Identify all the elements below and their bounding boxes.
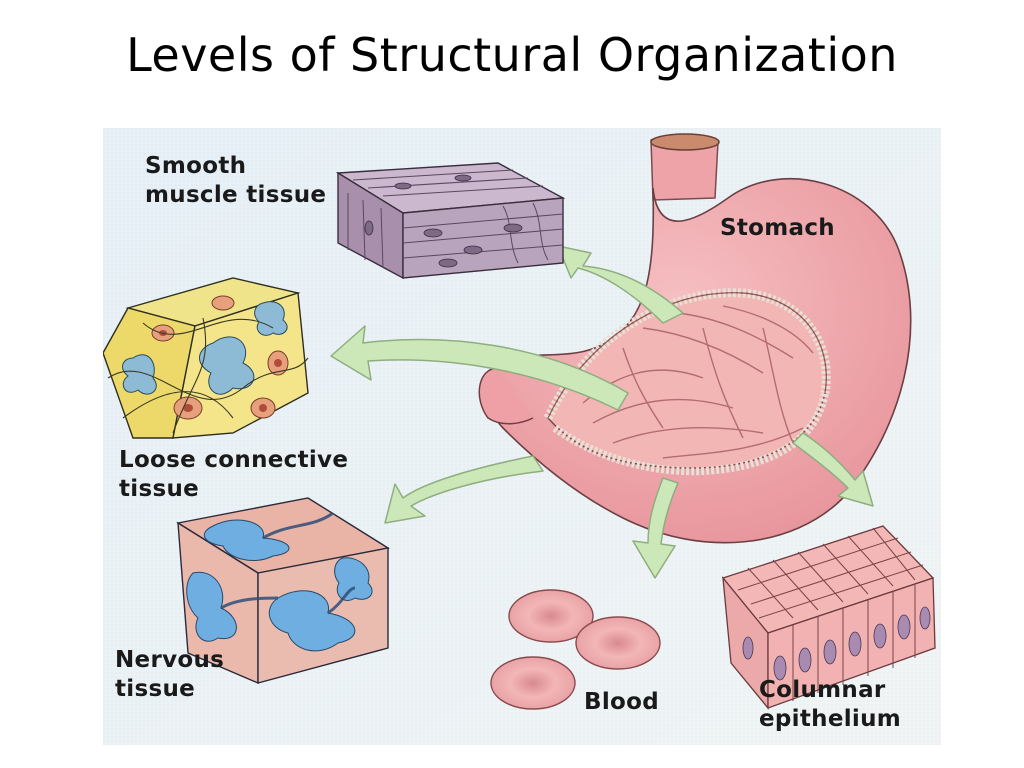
tissue-diagram: Smooth muscle tissue Stomach Loose conne… bbox=[103, 128, 941, 745]
blood-cell-1 bbox=[508, 589, 594, 643]
label-loose-connective-tissue: Loose connective tissue bbox=[119, 447, 349, 502]
blood-cells bbox=[490, 589, 661, 710]
blood-cell-3 bbox=[490, 656, 576, 710]
blood-cell-2 bbox=[575, 616, 661, 670]
slide-title: Levels of Structural Organization bbox=[126, 28, 898, 82]
smooth-muscle-block bbox=[335, 162, 566, 280]
nervous-tissue-block bbox=[176, 497, 390, 685]
diagram-canvas bbox=[103, 128, 941, 745]
label-smooth-muscle-tissue: Smooth muscle tissue bbox=[145, 153, 327, 208]
arrow-to-blood bbox=[632, 477, 679, 579]
arrow-to-columnar bbox=[792, 432, 874, 507]
label-nervous-tissue: Nervous tissue bbox=[115, 647, 225, 702]
arrow-to-nervous bbox=[384, 455, 544, 524]
arrows bbox=[330, 245, 874, 579]
loose-connective-block bbox=[103, 277, 309, 439]
arrow-to-smooth-muscle bbox=[557, 245, 684, 324]
arrow-to-connective bbox=[330, 325, 629, 411]
columnar-epithelium-block bbox=[721, 525, 936, 710]
label-blood: Blood bbox=[584, 689, 659, 715]
label-stomach: Stomach bbox=[720, 215, 835, 241]
label-columnar-epithelium: Columnar epithelium bbox=[759, 677, 902, 732]
